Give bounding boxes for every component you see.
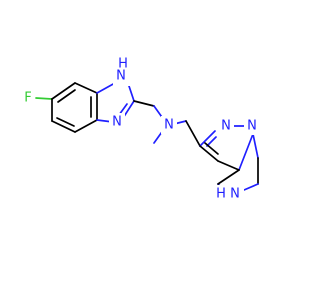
atom-label-fluorine: F	[24, 91, 31, 106]
atom-label-pyrazole-n2: N	[221, 119, 231, 134]
bond-benzene-1	[51, 82, 76, 100]
atom-bg-benzimidazole-n	[109, 113, 125, 131]
bond-pyrazole-c3a-c3-double	[204, 142, 219, 155]
bond-benzene-inner-1	[57, 89, 76, 103]
bond-pyrazole-c3a-c3	[199, 145, 219, 162]
atom-label-piperazine-h: H	[216, 187, 226, 202]
atom-label-benzimidazole-h: H	[118, 57, 128, 72]
atom-label-pyrazole-n1: N	[247, 119, 257, 134]
atom-label-piperazine-n: N	[230, 187, 240, 202]
atom-bg-nh	[113, 64, 131, 86]
atom-bg-piperazine-nh	[214, 185, 244, 203]
bond-f-c	[35, 97, 53, 100]
bond-pyrazole-c3-n2	[199, 130, 216, 147]
atom-bg-f	[21, 89, 35, 107]
bond-c-nh	[96, 82, 116, 94]
bond-n1-ch2	[252, 133, 259, 159]
bond-pyrazole-c7a-c3a	[217, 160, 240, 171]
bond-benzene-inner-3	[56, 117, 75, 127]
atom-bg-pyrazole-n2	[218, 117, 234, 135]
atom-labels: F H N N N N N H N	[21, 57, 260, 203]
bond-pyrazole-c3-n2-double	[206, 136, 217, 147]
bond-c2-ch2	[133, 100, 155, 107]
bond-ch2-c7a	[217, 169, 240, 185]
molecular-structure-diagram: F H N N N N N H N	[21, 56, 260, 203]
bond-benzene-2	[74, 82, 98, 94]
atom-label-amine-n: N	[164, 118, 174, 133]
atom-label-benzimidazole-nh: N	[116, 69, 126, 84]
atom-label-benzimidazole-n: N	[112, 115, 122, 130]
bond-ch2-pyrazole	[185, 120, 201, 147]
atom-bg-amine	[161, 116, 177, 134]
bond-ch2-nh	[243, 183, 259, 191]
atom-bg-pyrazole-n1	[244, 117, 260, 135]
bond-benzene-5	[51, 120, 76, 133]
bond-pyrazole-n1-c7a	[238, 133, 254, 171]
bond-benzene-4	[74, 119, 98, 133]
